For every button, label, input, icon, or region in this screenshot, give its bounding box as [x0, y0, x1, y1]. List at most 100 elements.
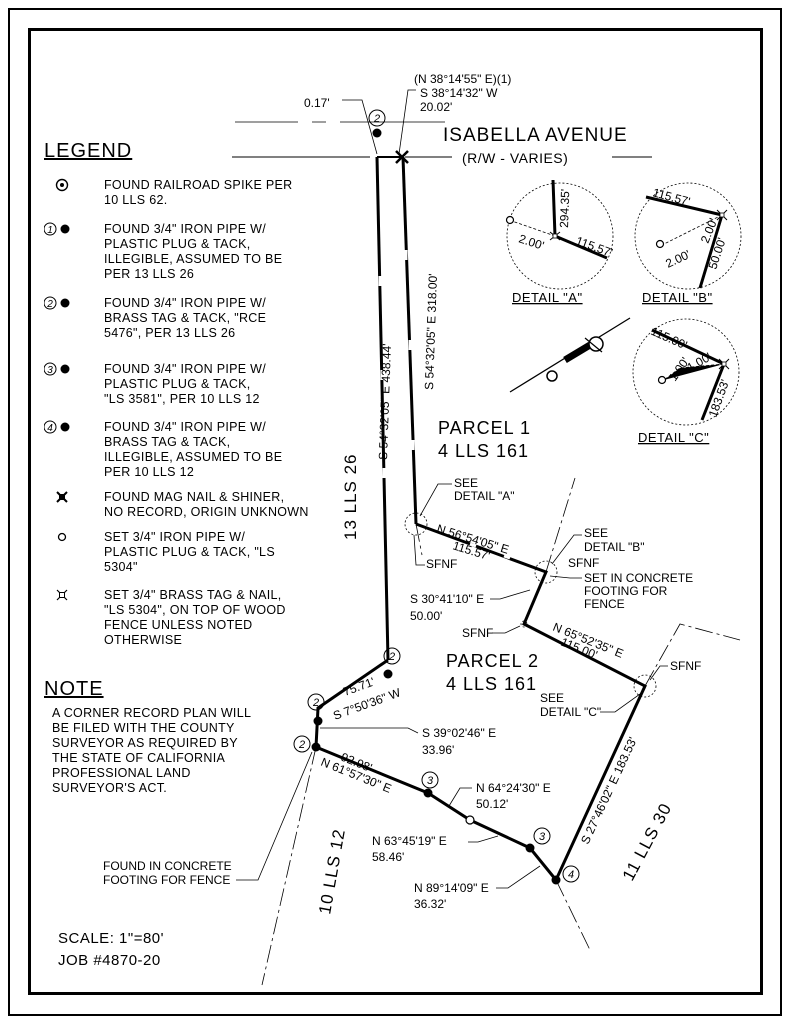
legend-text: FOUND MAG NAIL & SHINER, NO RECORD, ORIG… [104, 490, 309, 519]
legend-title: LEGEND [44, 140, 133, 162]
legend-panel: LEGEND FOUND RAILROAD SPIKE PER 10 LLS 6… [43, 140, 344, 795]
note-text: A CORNER RECORD PLAN WILL BE FILED WITH … [52, 706, 252, 795]
detail-c: 115.00' 1.00' 1.00' 183.53' DETAIL "C" [632, 318, 740, 445]
plat-label: 2.00' [517, 232, 546, 253]
plat-label: DETAIL "B" [584, 540, 645, 554]
parcel-2-name: PARCEL 2 [446, 651, 539, 671]
north-arrow-icon [509, 317, 631, 393]
adjoining-east: 11 LLS 30 [619, 800, 676, 884]
legend-text: SET 3/4" BRASS TAG & NAIL, "LS 5304", ON… [104, 588, 286, 647]
east-long-call: S 54°32'05" E 318.00' [422, 273, 440, 390]
parcel-1-name: PARCEL 1 [438, 418, 531, 438]
job-number: JOB #4870-20 [58, 952, 161, 969]
plat-label: 2 [298, 739, 305, 751]
set-iron-pipe-icon [44, 530, 98, 546]
isabella-avenue-right-of-way [232, 121, 652, 158]
street-row: (R/W - VARIES) [462, 150, 568, 166]
plat-label: 2 [388, 651, 395, 663]
plat-label: FOUND IN CONCRETE [103, 859, 232, 873]
street-name: ISABELLA AVENUE [443, 125, 628, 146]
detail-a: 294.35' 115.57' 2.00' DETAIL "A" [505, 179, 615, 305]
mag-nail-icon [44, 490, 98, 506]
top-distance: 20.02' [420, 100, 452, 114]
p1-east-bearing: S 30°41'10" E [410, 592, 484, 606]
w2-bearing: S 39°02'46" E [422, 726, 496, 740]
plat-label: DETAIL "C" [540, 705, 601, 719]
plat-label: 2.00' [663, 247, 692, 271]
marker-labels [293, 109, 580, 883]
offset-label: 0.17' [304, 96, 330, 110]
west-long-call: S 54°32'05" E 438.44' [376, 343, 394, 460]
plat-label: SFNF [426, 557, 457, 571]
iron-pipe-4-icon: 4 [43, 420, 98, 436]
top-bearing: S 38°14'32" W [420, 86, 498, 100]
outer-border [8, 8, 782, 1016]
plat-label: 3 [539, 831, 546, 843]
legend-text: FOUND RAILROAD SPIKE PER 10 LLS 62. [104, 178, 293, 207]
detail-c-title: DETAIL "C" [638, 430, 709, 445]
svg-text:1: 1 [47, 225, 53, 236]
iron-pipe-icon [383, 669, 393, 679]
iron-pipe-icon [423, 788, 433, 798]
svg-text:3: 3 [47, 365, 53, 376]
scale-text: SCALE: 1"=80' [58, 930, 164, 947]
brass-tag-icon [44, 588, 98, 604]
p1-east-distance: 50.00' [410, 609, 442, 623]
iron-pipe-icon [372, 128, 382, 138]
detail-b: 115.57' 2.00' 50.00' 2.00' DETAIL "B" [634, 182, 742, 305]
detail-a-title: DETAIL "A" [512, 290, 583, 305]
scale-block: SCALE: 1"=80' JOB #4870-20 [58, 928, 164, 972]
plat-label: FOOTING FOR FENCE [103, 873, 230, 887]
railroad-spike-icon [44, 178, 98, 194]
s4-bearing: N 89°14'09" E [414, 881, 489, 895]
w2-distance: 33.96' [422, 743, 454, 757]
legend-text: FOUND 3/4" IRON PIPE W/ BRASS TAG & TACK… [104, 296, 267, 340]
monuments [311, 128, 561, 885]
detail-callout-circles [404, 512, 657, 698]
plat-label: 2 [373, 113, 380, 125]
iron-pipe-3-icon: 3 [43, 362, 98, 378]
legend-text: FOUND 3/4" IRON PIPE W/ PLASTIC PLUG & T… [104, 362, 267, 406]
record-bearing: (N 38°14'55" E)(1) [414, 72, 511, 86]
plat-label: SEE [540, 691, 564, 705]
iron-pipe-icon [551, 875, 561, 885]
detail-b-title: DETAIL "B" [642, 290, 713, 305]
parcel-2-ref: 4 LLS 161 [446, 674, 537, 694]
svg-text:4: 4 [47, 423, 53, 434]
set-iron-pipe-icon [465, 815, 475, 825]
plat-label: SFNF [462, 626, 493, 640]
plat-label: SFNF [568, 556, 599, 570]
plat-label: 2 [312, 697, 319, 709]
plat-label: 115.57' [651, 185, 691, 208]
plat-label: FOOTING FOR [584, 584, 668, 598]
svg-text:2: 2 [46, 299, 53, 310]
legend-text: SET 3/4" IRON PIPE W/ PLASTIC PLUG & TAC… [104, 530, 275, 574]
adjoining-southwest: 10 LLS 12 [315, 827, 349, 916]
plat-label: SEE [454, 476, 478, 490]
plat-label: 4 [568, 869, 574, 881]
plat-label: SFNF [670, 659, 701, 673]
plat-label: SEE [584, 526, 608, 540]
iron-pipe-1-icon: 1 [43, 222, 98, 238]
iron-pipe-icon [313, 716, 323, 726]
plat-label: FENCE [584, 597, 625, 611]
s2-distance: 50.12' [476, 797, 508, 811]
extension-lines [261, 477, 741, 986]
adjoining-west: 13 LLS 26 [341, 453, 360, 540]
line-breaks [378, 250, 511, 560]
legend-text: FOUND 3/4" IRON PIPE W/ PLASTIC PLUG & T… [104, 222, 283, 281]
legend-text: FOUND 3/4" IRON PIPE W/ BRASS TAG & TACK… [104, 420, 283, 479]
inner-border [28, 28, 763, 995]
s4-distance: 36.32' [414, 897, 446, 911]
parcel-1-ref: 4 LLS 161 [438, 441, 529, 461]
note-title: NOTE [44, 678, 104, 700]
iron-pipe-icon [525, 843, 535, 853]
plat-label: DETAIL "A" [454, 489, 515, 503]
p2-east-call: S 27°46'02" E 183.53' [578, 735, 640, 846]
plat-label: SET IN CONCRETE [584, 571, 693, 585]
plat-label: 115.57' [574, 234, 615, 260]
iron-pipe-icon [311, 742, 321, 752]
plat-label: 3 [427, 775, 434, 787]
s2-bearing: N 64°24'30" E [476, 781, 551, 795]
